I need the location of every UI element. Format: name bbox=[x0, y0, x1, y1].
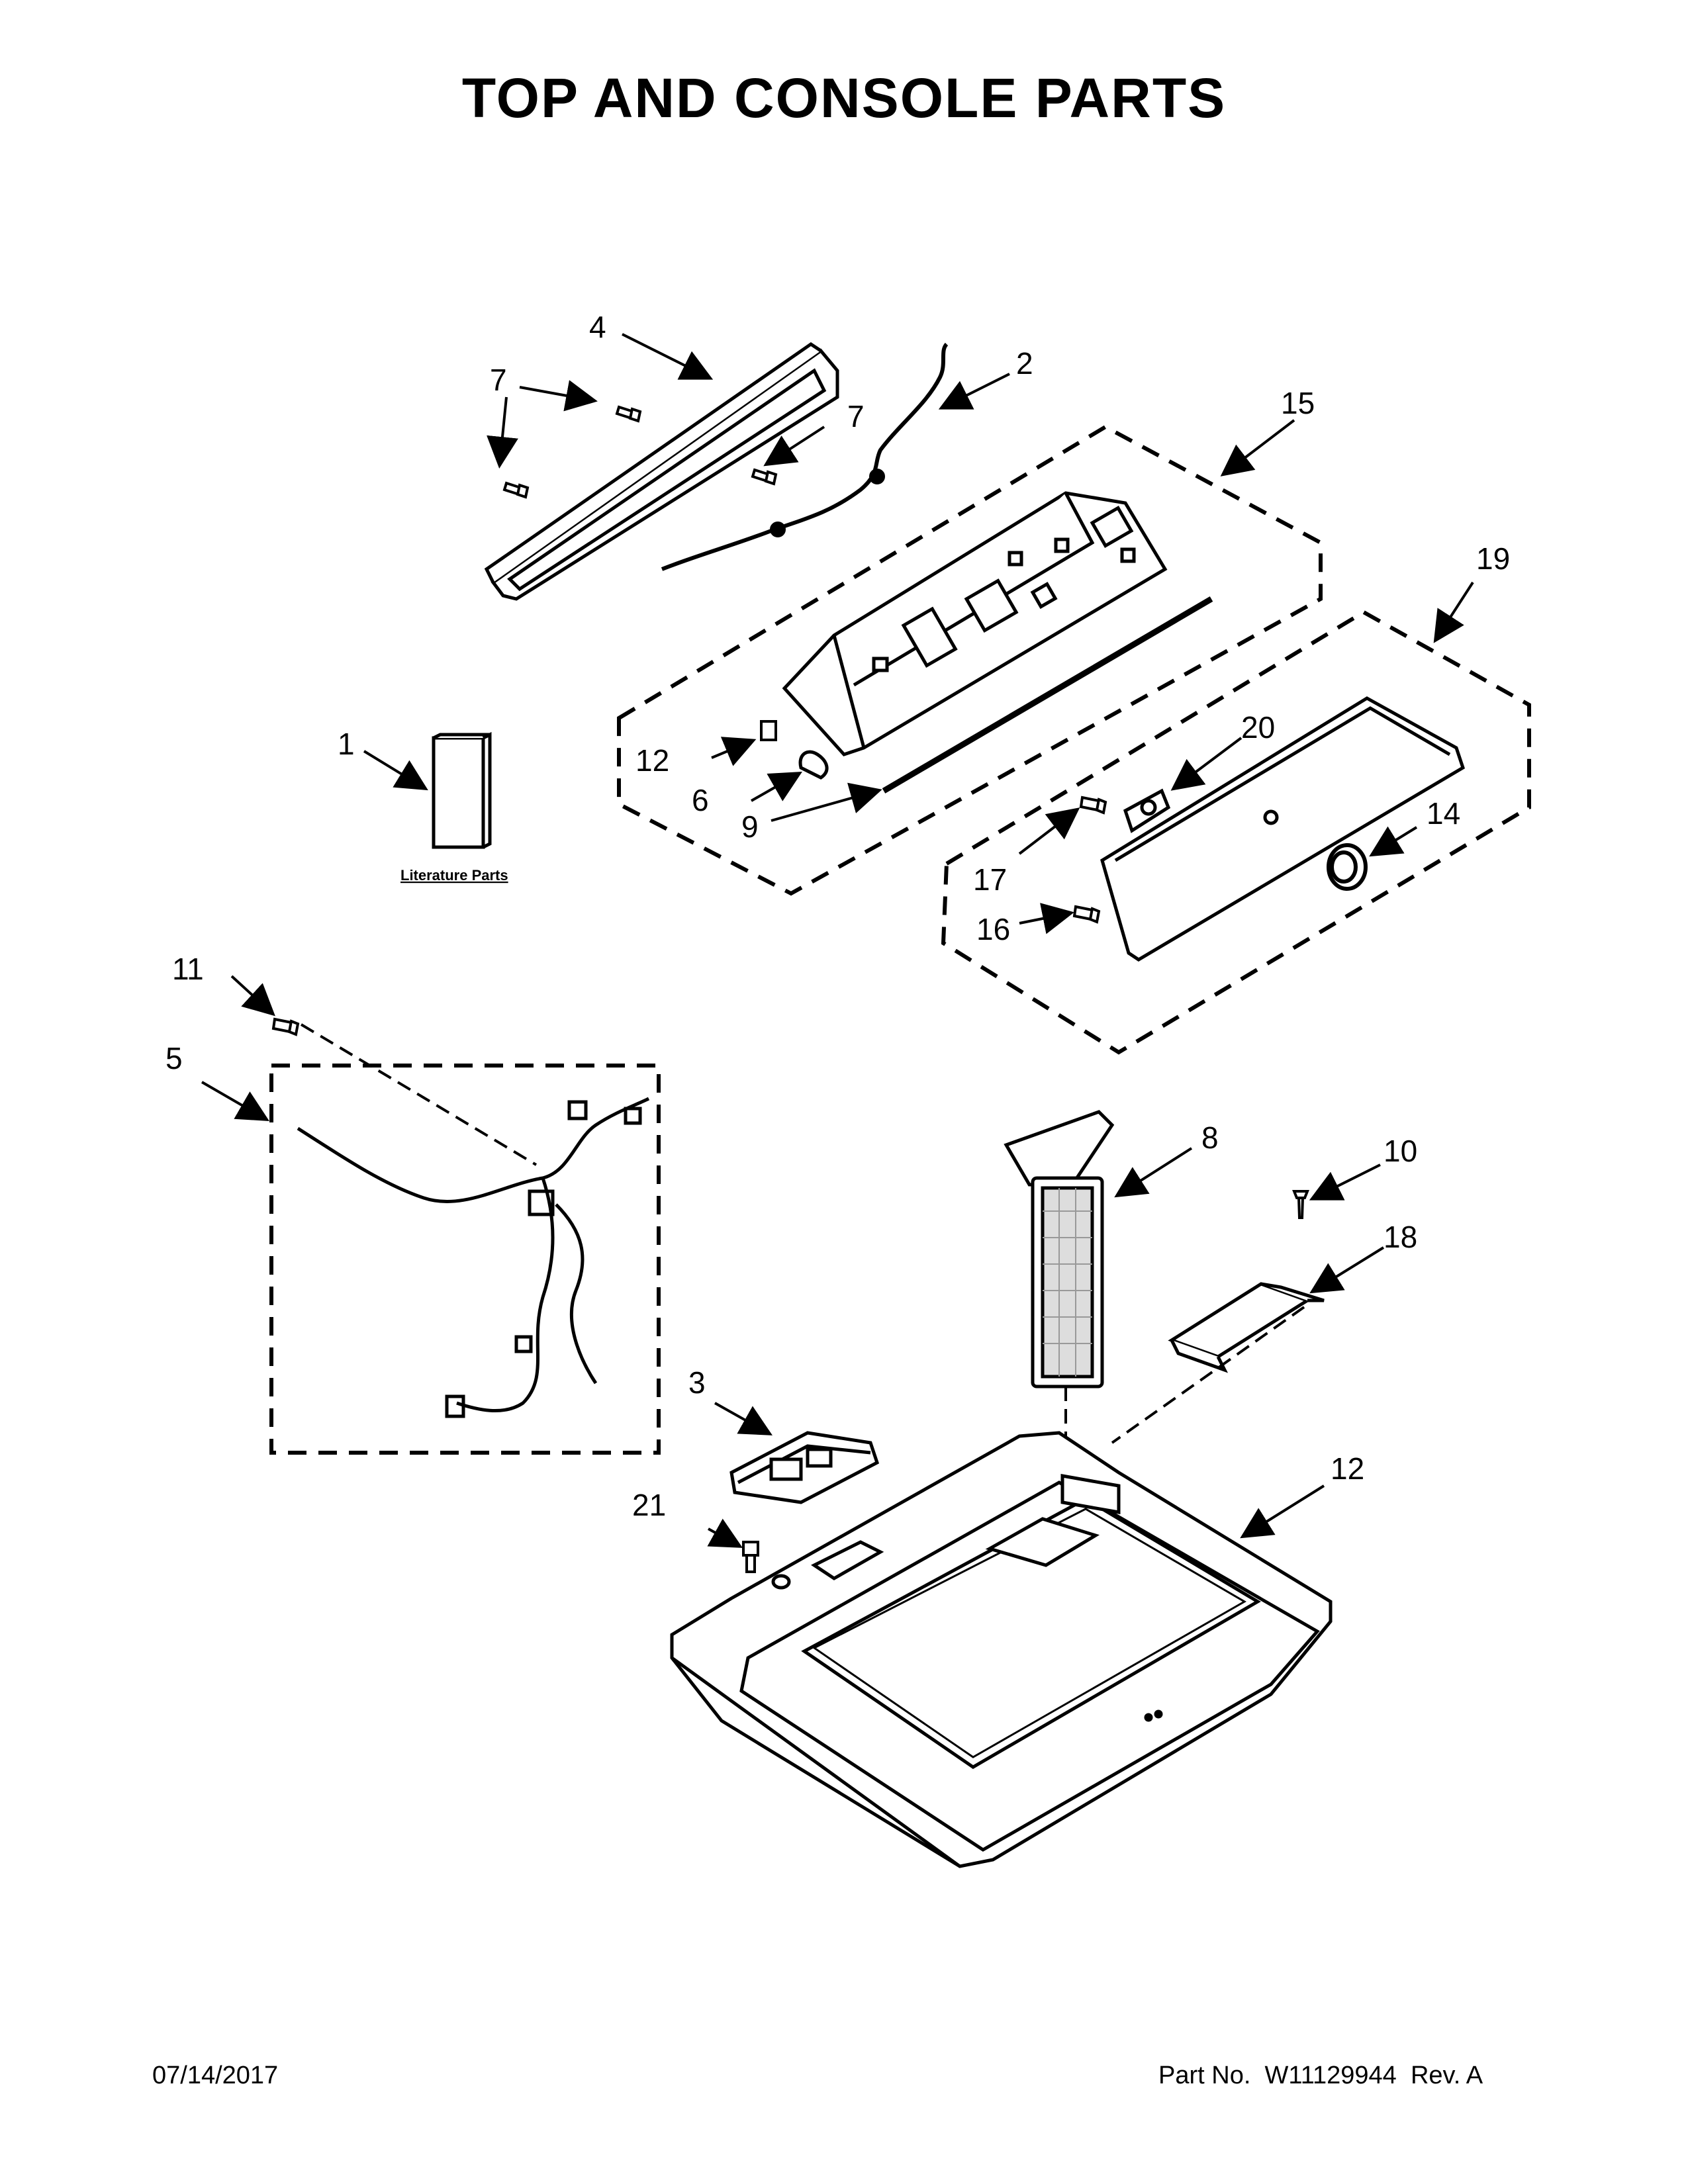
callout-10: 10 bbox=[1383, 1134, 1417, 1168]
rev-label: Rev. bbox=[1410, 2062, 1461, 2089]
rev-value: A bbox=[1466, 2062, 1483, 2089]
screw-part-11 bbox=[271, 1017, 300, 1036]
screw-part-17 bbox=[1079, 796, 1107, 815]
callout-20: 20 bbox=[1241, 710, 1275, 745]
callout-18: 18 bbox=[1383, 1220, 1417, 1254]
leader-18-12 bbox=[1111, 1306, 1305, 1444]
leader-11-5 bbox=[300, 1023, 538, 1166]
callout-17: 17 bbox=[973, 862, 1007, 897]
callout-arrows bbox=[201, 333, 1474, 1548]
callout-21: 21 bbox=[632, 1488, 666, 1522]
cable-part-2 bbox=[661, 342, 949, 571]
literature-parts-label: Literature Parts bbox=[400, 867, 508, 884]
literature-part-1 bbox=[432, 731, 492, 849]
lint-screen-part-8 bbox=[1004, 1110, 1115, 1388]
callout-6: 6 bbox=[692, 783, 709, 817]
knob-part-14 bbox=[1327, 843, 1368, 891]
callout-labels: 4 2 15 7 7 19 1 12 20 6 14 9 17 16 11 5 … bbox=[165, 310, 1510, 1522]
callout-9: 9 bbox=[741, 809, 759, 844]
callout-5: 5 bbox=[165, 1041, 183, 1075]
callout-1: 1 bbox=[338, 727, 355, 761]
assembly-15-outline bbox=[617, 424, 1323, 896]
top-panel-part-12 bbox=[670, 1431, 1333, 1868]
callout-3: 3 bbox=[688, 1365, 706, 1400]
callout-2: 2 bbox=[1016, 346, 1033, 381]
lint-cover-part-18 bbox=[1168, 1282, 1325, 1373]
screw-part-7b bbox=[502, 481, 530, 499]
callout-11: 11 bbox=[172, 952, 204, 986]
part-label: Part No. bbox=[1158, 2062, 1251, 2089]
screw-part-10 bbox=[1292, 1190, 1309, 1219]
callout-16: 16 bbox=[976, 912, 1010, 946]
callout-7b: 7 bbox=[847, 399, 865, 433]
wire-harness-part-5 bbox=[297, 1097, 650, 1418]
callout-8: 8 bbox=[1201, 1120, 1219, 1155]
wire-harness-box bbox=[269, 1064, 661, 1455]
callout-7a: 7 bbox=[490, 363, 507, 397]
callout-12: 12 bbox=[1331, 1451, 1364, 1486]
part-number: W11129944 bbox=[1264, 2062, 1397, 2089]
callout-13: 12 bbox=[635, 743, 669, 778]
strip-part-9 bbox=[882, 596, 1213, 794]
screw-part-7a bbox=[615, 405, 642, 423]
footer-date: 07/14/2017 bbox=[152, 2062, 279, 2089]
console-housing-part-15 bbox=[782, 491, 1168, 756]
console-trim-part-4 bbox=[484, 341, 839, 601]
callout-14: 14 bbox=[1427, 796, 1460, 831]
control-board-part-3 bbox=[729, 1431, 880, 1504]
callout-15: 15 bbox=[1281, 386, 1315, 420]
switch-part-20 bbox=[1123, 788, 1171, 833]
page-title: TOP AND CONSOLE PARTS bbox=[461, 67, 1227, 129]
screw-part-7c bbox=[751, 468, 778, 486]
console-panel-part-19 bbox=[1100, 696, 1466, 962]
clip-part-21 bbox=[742, 1541, 759, 1573]
screw-part-16 bbox=[1072, 905, 1101, 924]
callout-4: 4 bbox=[589, 310, 606, 344]
callout-19: 19 bbox=[1476, 541, 1510, 576]
clip-part-13 bbox=[760, 720, 777, 741]
footer-part-number: Part No. W11129944 Rev. A bbox=[1158, 2062, 1483, 2090]
assembly-19-outline bbox=[941, 610, 1531, 1055]
retainer-part-6 bbox=[798, 750, 829, 780]
